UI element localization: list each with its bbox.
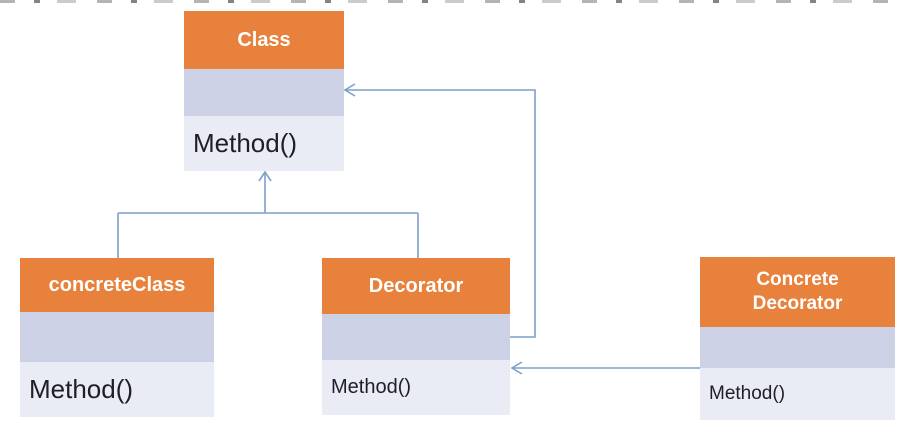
up-arrowhead-icon xyxy=(258,170,272,182)
class-title: Class xyxy=(184,11,344,69)
class-box-concreteclass: concreteClass Method() xyxy=(20,258,214,417)
concrete-decorator-title: Concrete Decorator xyxy=(700,257,895,327)
concretedecorator-to-decorator-connector xyxy=(510,361,700,375)
decorator-method-label: Method() xyxy=(322,360,510,415)
concrete-decorator-attributes-section xyxy=(700,327,895,368)
left-arrowhead-icon xyxy=(343,83,356,97)
decorator-title: Decorator xyxy=(322,258,510,314)
class-attributes-section xyxy=(184,69,344,116)
concreteclass-title: concreteClass xyxy=(20,258,214,312)
left-arrowhead-icon xyxy=(510,361,523,375)
inheritance-connector xyxy=(117,170,419,258)
decorator-attributes-section xyxy=(322,314,510,360)
class-method-label: Method() xyxy=(184,116,344,171)
concrete-decorator-method-label: Method() xyxy=(700,368,895,420)
class-box-decorator: Decorator Method() xyxy=(322,258,510,415)
concreteclass-method-label: Method() xyxy=(20,362,214,417)
concreteclass-attributes-section xyxy=(20,312,214,362)
class-box-class: Class Method() xyxy=(184,11,344,171)
class-box-concrete-decorator: Concrete Decorator Method() xyxy=(700,257,895,420)
cropped-text-artifact xyxy=(0,0,907,5)
